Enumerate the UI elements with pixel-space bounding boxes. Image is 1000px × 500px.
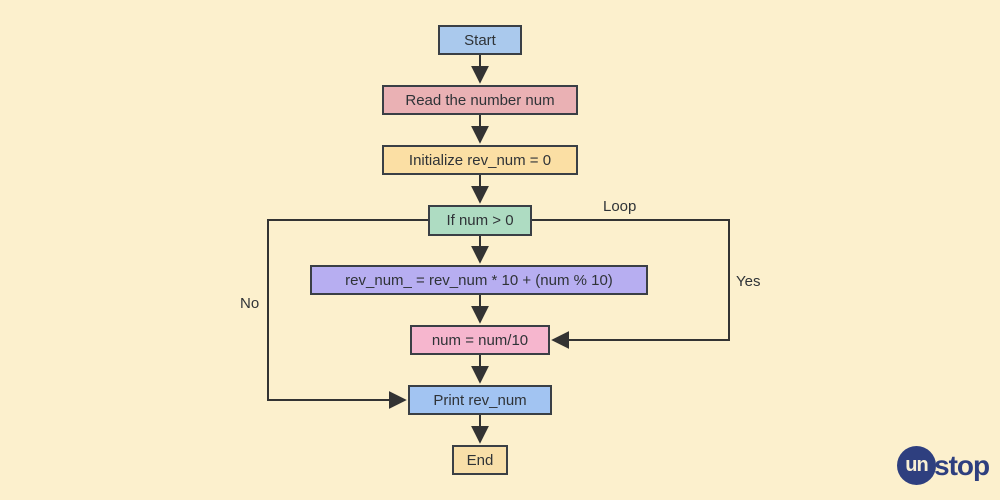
flow-node-read-number-label: Read the number num [405, 91, 555, 109]
flow-node-initialize-label: Initialize rev_num = 0 [408, 151, 552, 169]
flow-node-compute-revnum-label: rev_num_ = rev_num * 10 + (num % 10) [345, 271, 613, 289]
flow-node-divide-num: num = num/10 [410, 325, 550, 355]
edge-label-no: No [240, 295, 260, 312]
unstop-logo-text: stop [934, 449, 990, 481]
flow-node-compute-revnum: rev_num_ = rev_num * 10 + (num % 10) [310, 265, 648, 295]
flow-node-start-label: Start [464, 31, 496, 49]
edge-label-yes: Yes [736, 273, 761, 290]
edge-label-loop: Loop [603, 198, 637, 215]
unstop-logo-circle: un [897, 446, 936, 485]
flow-node-start: Start [438, 25, 522, 55]
connector-loop-branch [532, 219, 730, 349]
flow-node-divide-num-label: num = num/10 [431, 331, 529, 349]
flow-node-end-label: End [466, 451, 494, 469]
flow-node-print-label: Print rev_num [433, 391, 527, 409]
flow-node-condition: If num > 0 [428, 205, 532, 236]
unstop-logo: un stop [897, 446, 990, 485]
flow-node-initialize: Initialize rev_num = 0 [382, 145, 578, 175]
flow-node-print: Print rev_num [408, 385, 552, 415]
connector-no-branch [267, 219, 428, 409]
flow-node-condition-label: If num > 0 [446, 212, 514, 229]
flow-node-read-number: Read the number num [382, 85, 578, 115]
flow-node-end: End [452, 445, 508, 475]
